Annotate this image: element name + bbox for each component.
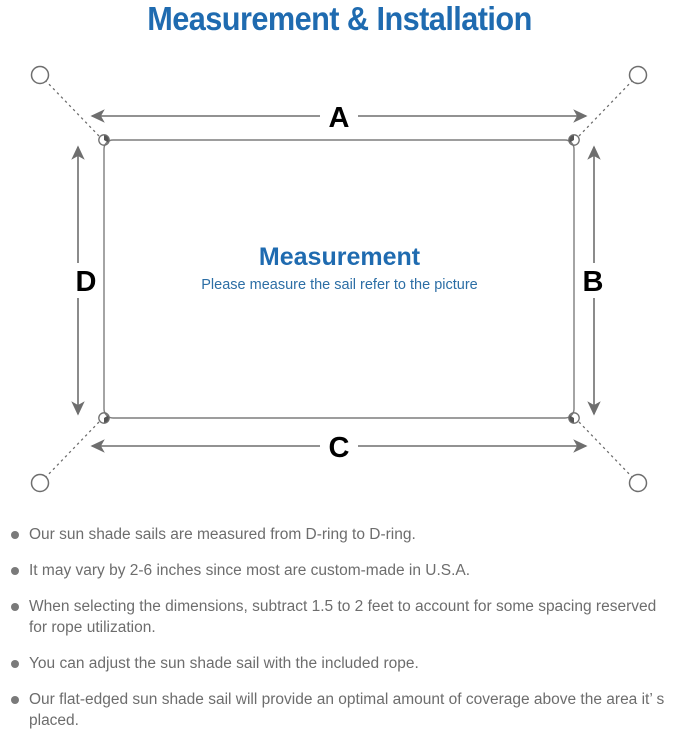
dimension-label-d: D [76,266,97,298]
note-text: When selecting the dimensions, subtract … [29,598,657,636]
rope-top-right [578,78,635,137]
rope-top-left [43,78,100,137]
bullet-icon [11,603,19,611]
notes-list: Our sun shade sails are measured from D-… [0,524,679,746]
d-ring-top-left [98,134,110,146]
bullet-icon [11,531,19,539]
dimension-label-c: C [329,432,350,464]
measurement-heading: Measurement [258,243,421,271]
rope-bottom-right [578,421,635,480]
list-item: It may vary by 2-6 inches since most are… [0,560,679,581]
note-text: You can adjust the sun shade sail with t… [29,655,419,672]
dimension-label-b: B [583,266,604,298]
bullet-icon [11,696,19,704]
note-text: It may vary by 2-6 inches since most are… [29,562,471,579]
dimension-label-a: A [329,102,350,134]
bullet-icon [11,660,19,668]
sail-shape [103,139,575,419]
bullet-icon [11,567,19,575]
d-ring-top-right [568,134,580,146]
rope-bottom-left [43,421,100,480]
anchor-rings [30,65,648,493]
d-rings [98,134,580,424]
list-item: Our flat-edged sun shade sail will provi… [0,689,679,731]
anchor-ring-bottom-right [628,473,648,493]
page-title: Measurement & Installation [147,0,532,37]
anchor-ring-top-right [628,65,648,85]
list-item: Our sun shade sails are measured from D-… [0,524,679,545]
anchor-ring-bottom-left [30,473,50,493]
note-text: Our flat-edged sun shade sail will provi… [29,691,665,729]
list-item: You can adjust the sun shade sail with t… [0,653,679,674]
list-item: When selecting the dimensions, subtract … [0,596,679,638]
d-ring-bottom-right [568,412,580,424]
rope-lines [43,78,635,480]
measurement-subtitle: Please measure the sail refer to the pic… [201,277,478,293]
sail-measurement-diagram: A B C D [0,48,679,518]
d-ring-bottom-left [98,412,110,424]
note-text: Our sun shade sails are measured from D-… [29,526,416,543]
anchor-ring-top-left [30,65,50,85]
